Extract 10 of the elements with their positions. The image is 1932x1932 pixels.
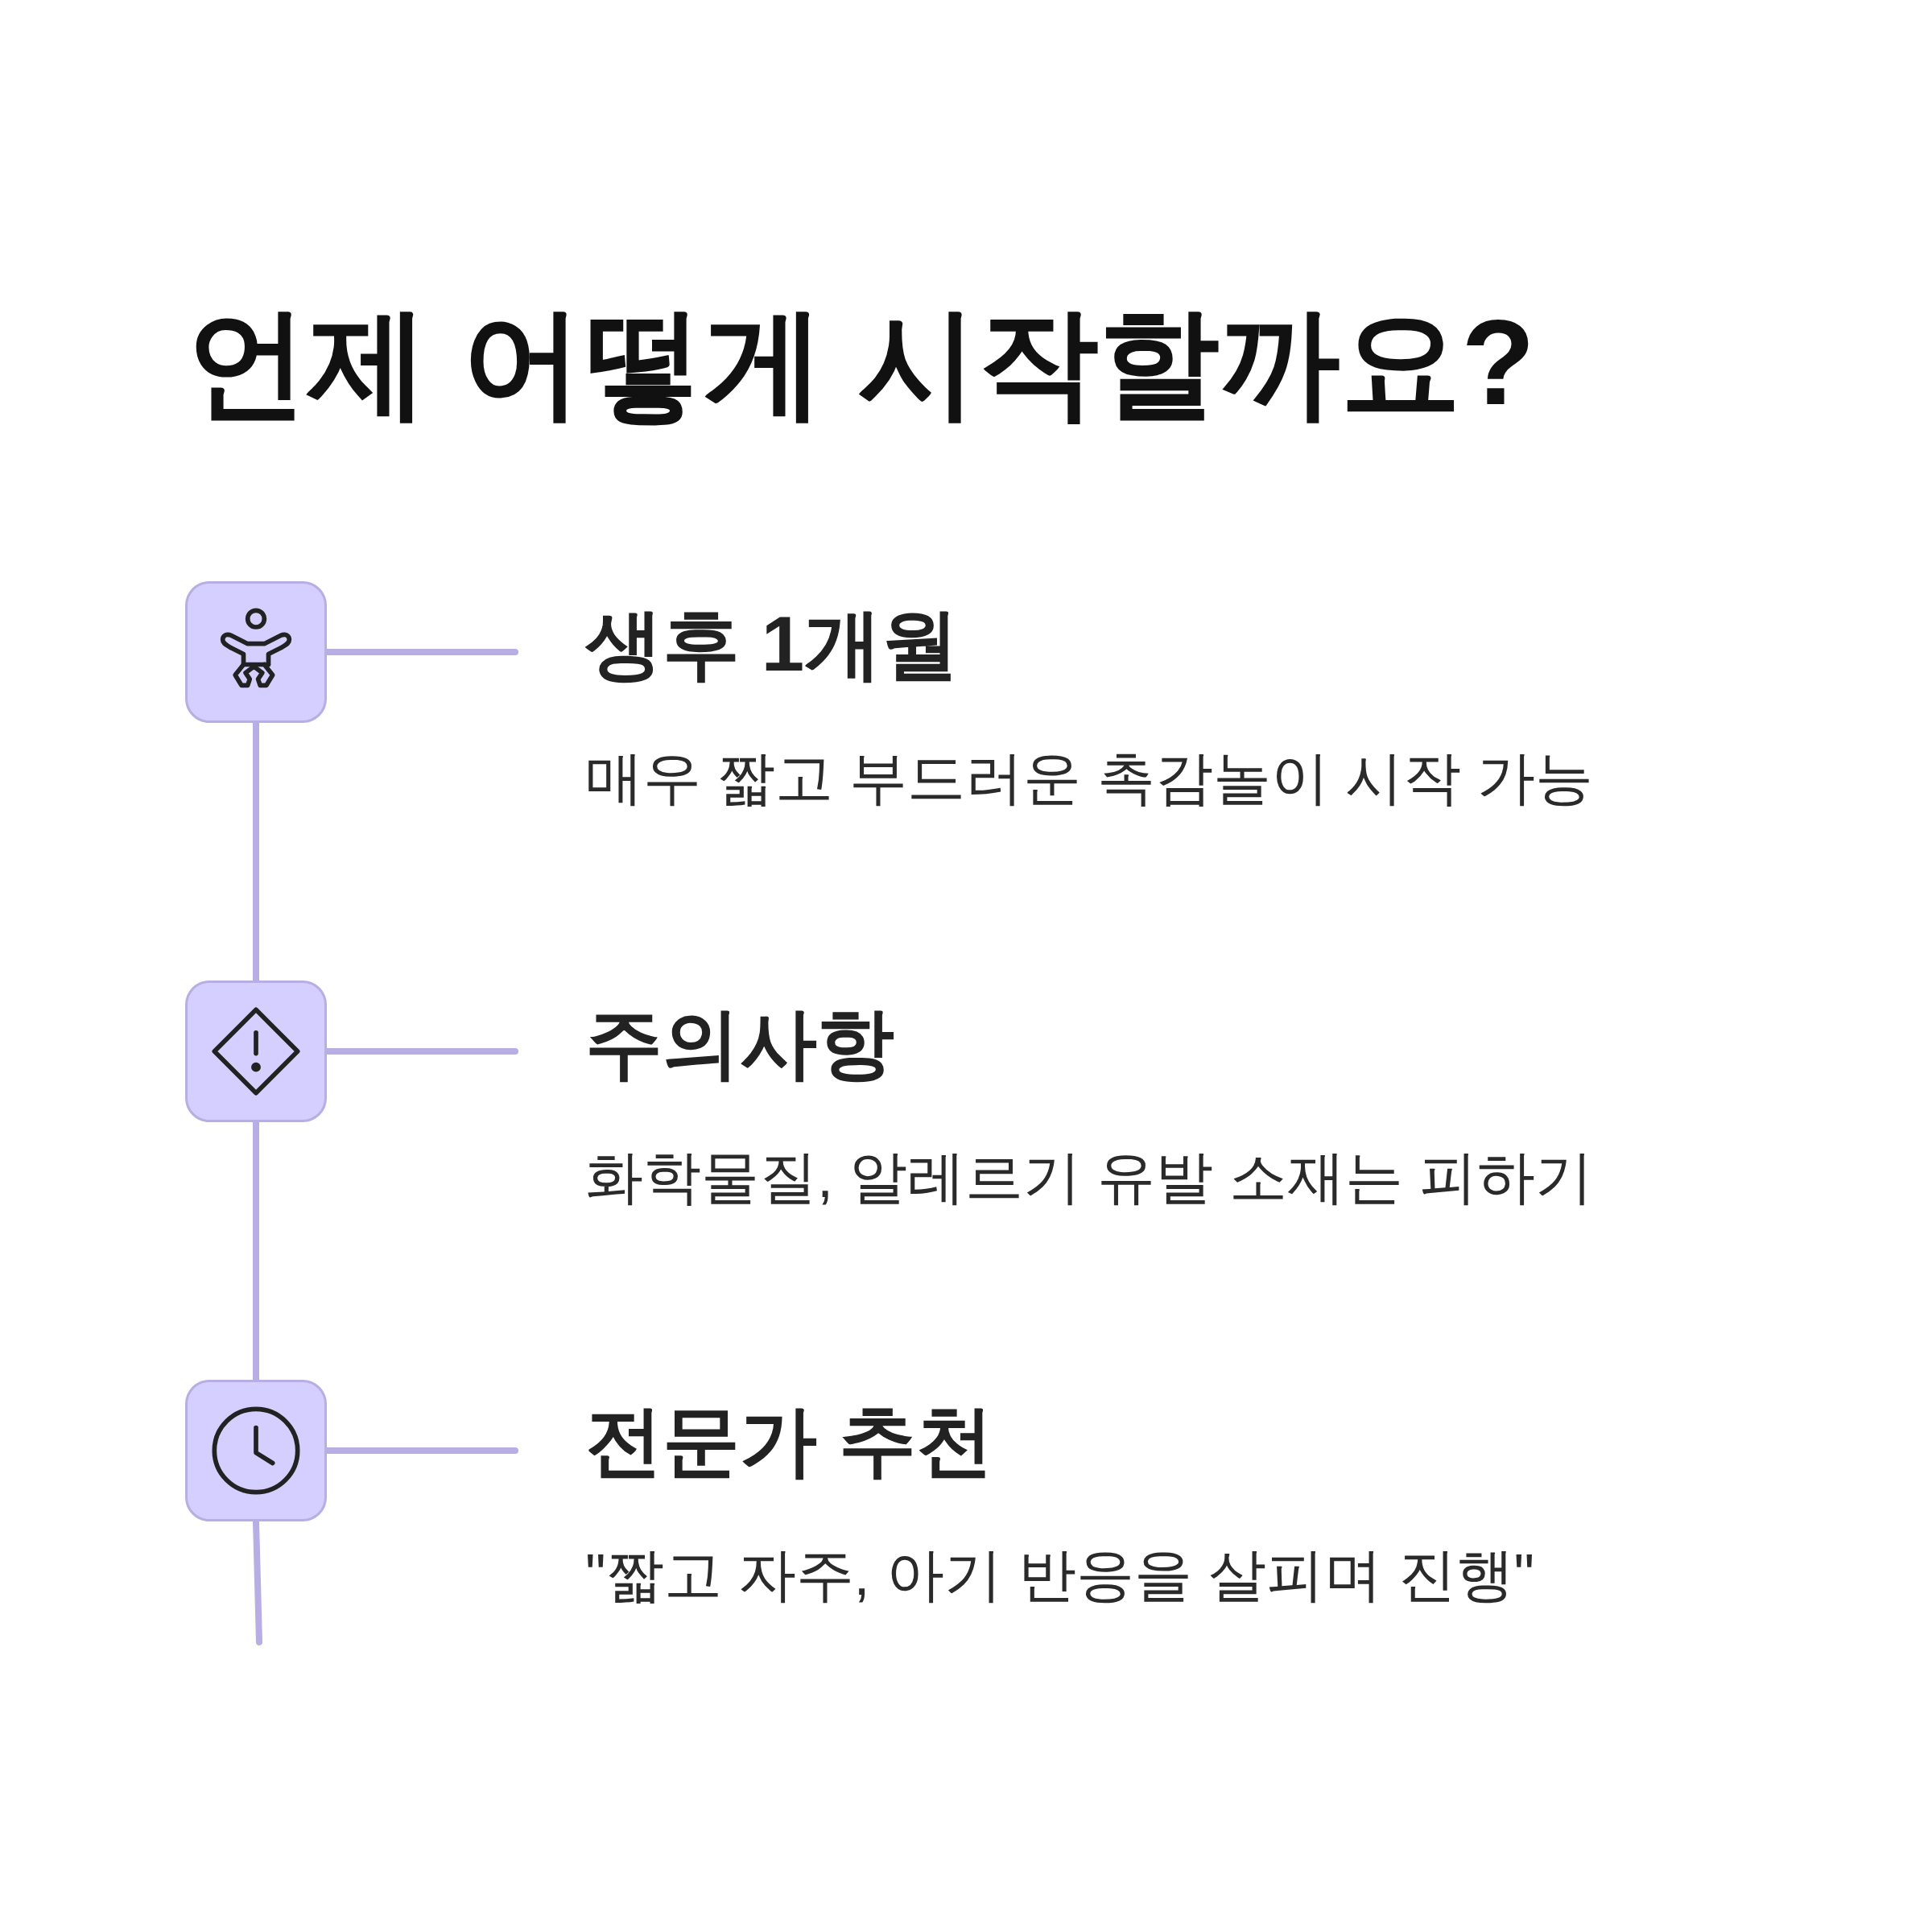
step-heading: 주의사항 — [585, 999, 895, 1088]
title: 언제 어떻게 시작할까요? — [187, 294, 1535, 431]
step-description: 화학물질, 알레르기 유발 소재는 피하기 — [585, 1144, 1595, 1211]
step-heading: 생후 1개월 — [585, 600, 960, 688]
step-heading: 전문가 추천 — [585, 1397, 994, 1485]
icon-tile — [185, 581, 327, 723]
step-description: "짧고 자주, 아기 반응을 살피며 진행" — [585, 1542, 1536, 1608]
icon-tile — [185, 980, 327, 1122]
step-description: 매우 짧고 부드러운 촉감놀이 시작 가능 — [585, 745, 1595, 811]
icon-tile — [185, 1380, 327, 1521]
